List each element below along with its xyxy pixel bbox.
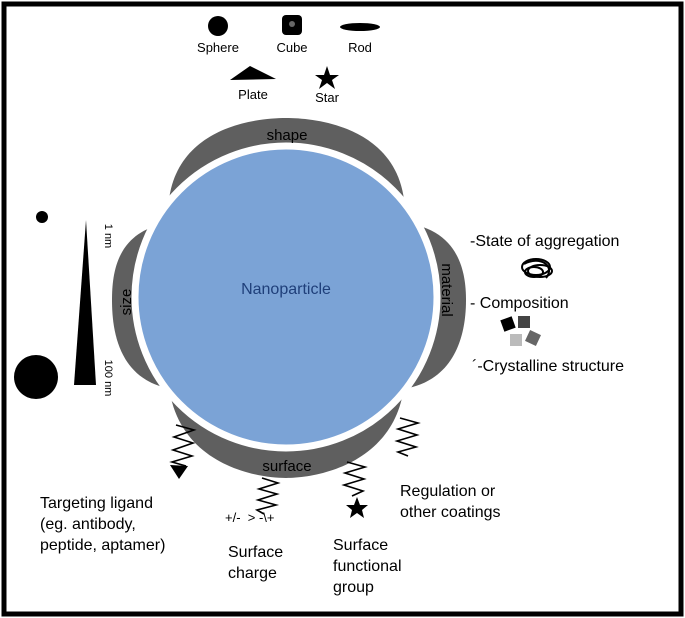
size-large-label: 100 nm	[102, 360, 114, 397]
size-label: size	[118, 289, 135, 316]
size-small-label: 1 nm	[102, 224, 114, 248]
functional-line2: functional	[333, 558, 402, 575]
large-particle-icon	[14, 355, 58, 399]
star-label: Star	[315, 90, 340, 105]
functional-group-star-icon	[346, 497, 368, 518]
aggregation-label: -State of aggregation	[470, 233, 619, 250]
composition-blocks-icon	[500, 316, 541, 346]
sphere-icon	[208, 16, 228, 36]
sphere-label: Sphere	[197, 40, 239, 55]
center-label: Nanoparticle	[241, 281, 331, 298]
plate-icon	[230, 66, 276, 80]
cube-highlight-icon	[289, 21, 295, 27]
targeting-ligand-arrow-icon	[170, 465, 188, 479]
charge-spring-icon	[254, 477, 281, 515]
shape-label: shape	[267, 127, 308, 144]
rod-icon	[340, 23, 380, 31]
small-particle-icon	[36, 211, 48, 223]
coatings-line1: Regulation or	[400, 483, 496, 500]
cube-label: Cube	[276, 40, 307, 55]
charge-symbols: +/- > -\+	[225, 510, 275, 525]
charge-line2: charge	[228, 565, 277, 582]
star-icon	[315, 66, 339, 89]
aggregation-scribble-icon	[521, 258, 553, 279]
material-label: material	[438, 263, 455, 316]
rod-label: Rod	[348, 40, 372, 55]
charge-line1: Surface	[228, 544, 283, 561]
functional-line1: Surface	[333, 537, 388, 554]
nanoparticle-circle	[131, 142, 441, 452]
targeting-line1: Targeting ligand	[40, 495, 153, 512]
functional-line3: group	[333, 579, 374, 596]
coatings-line2: other coatings	[400, 504, 501, 521]
functional-group-spring-icon	[341, 461, 368, 497]
plate-label: Plate	[238, 87, 268, 102]
composition-label: - Composition	[470, 295, 569, 312]
surface-label: surface	[262, 458, 311, 475]
targeting-line2: (eg. antibody,	[40, 516, 136, 533]
crystalline-label: ´-Crystalline structure	[472, 358, 624, 375]
size-wedge-icon	[74, 220, 96, 385]
coating-spring-icon	[394, 417, 421, 457]
targeting-ligand-spring-icon	[169, 424, 197, 467]
targeting-line3: peptide, aptamer)	[40, 537, 165, 554]
